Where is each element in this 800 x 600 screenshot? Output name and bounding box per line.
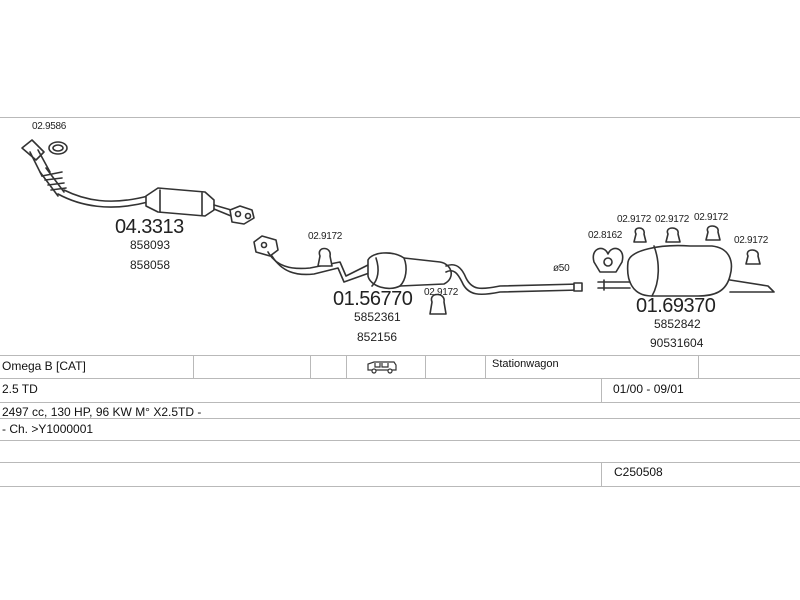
top-divider — [0, 117, 800, 118]
table-line — [0, 378, 800, 379]
table-vline — [485, 355, 486, 378]
table-line — [0, 486, 800, 487]
front-pipe-lower — [57, 193, 149, 208]
middle-pipe-rear — [445, 263, 581, 290]
clamp-mid2-label: 02.9172 — [424, 287, 459, 298]
middle-pipe-front — [267, 251, 371, 277]
middle-silencer-oem2: 852156 — [357, 330, 398, 344]
clamp-middle-2 — [429, 293, 447, 315]
rear-silencer-oem2: 90531604 — [650, 336, 704, 350]
table-vline — [601, 378, 602, 402]
table-vline — [425, 355, 426, 378]
rear-silencer-oem1: 5852842 — [654, 317, 701, 331]
clamp-rear-3 — [705, 225, 721, 241]
vehicle-engine: 2.5 TD — [2, 382, 38, 396]
vehicle-body: Stationwagon — [492, 358, 559, 370]
clamp-rear-4 — [745, 249, 761, 265]
rubber-mount-label: 02.8162 — [588, 230, 623, 241]
vehicle-spec: 2497 cc, 130 HP, 96 KW M° X2.5TD - — [2, 405, 202, 419]
middle-silencer-oem1: 5852361 — [354, 310, 401, 324]
table-vline — [193, 355, 194, 378]
front-pipe-number: 04.3313 — [115, 216, 184, 238]
gasket-ring — [48, 141, 68, 155]
rear-silencer — [626, 244, 733, 297]
clamp-r3-label: 02.9172 — [694, 212, 729, 223]
table-line — [0, 418, 800, 419]
front-pipe-oem1: 858093 — [130, 238, 171, 252]
pipe-diameter-label: ø50 — [553, 263, 570, 274]
exhaust-drawing — [21, 139, 775, 315]
catalytic-converter — [145, 187, 215, 217]
middle-silencer-number: 01.56770 — [333, 288, 413, 310]
van-icon — [367, 361, 397, 374]
front-pipe-oem2: 858058 — [130, 258, 171, 272]
gasket-top-label: 02.9586 — [32, 121, 67, 132]
table-vline — [310, 355, 311, 378]
clamp-mid-label: 02.9172 — [308, 231, 343, 242]
clamp-middle-1 — [317, 247, 333, 267]
table-vline — [601, 462, 602, 486]
exhaust-diagram: 02.9586 04.3313 858093 858058 02.9172 01… — [21, 121, 775, 350]
middle-silencer — [367, 252, 452, 290]
flex-section — [39, 167, 67, 197]
vehicle-code: C250508 — [614, 465, 663, 479]
clamp-r1-label: 02.9172 — [617, 214, 652, 225]
table-vline — [346, 355, 347, 378]
pipe-end — [573, 282, 583, 292]
table-line — [0, 402, 800, 403]
table-line — [0, 355, 800, 356]
clamp-r4-label: 02.9172 — [734, 235, 769, 246]
clamp-rear-2 — [665, 227, 681, 243]
rubber-mount — [592, 247, 624, 273]
vehicle-model: Omega B [CAT] — [2, 359, 86, 373]
table-vline — [698, 355, 699, 378]
vehicle-chassis: - Ch. >Y1000001 — [2, 422, 94, 436]
clamp-r2-label: 02.9172 — [655, 214, 690, 225]
cat-flange — [229, 205, 255, 225]
vehicle-years: 01/00 - 09/01 — [613, 382, 684, 396]
clamp-rear-1 — [633, 227, 647, 243]
table-line — [0, 462, 800, 463]
table-line — [0, 440, 800, 441]
rear-silencer-number: 01.69370 — [636, 295, 716, 317]
